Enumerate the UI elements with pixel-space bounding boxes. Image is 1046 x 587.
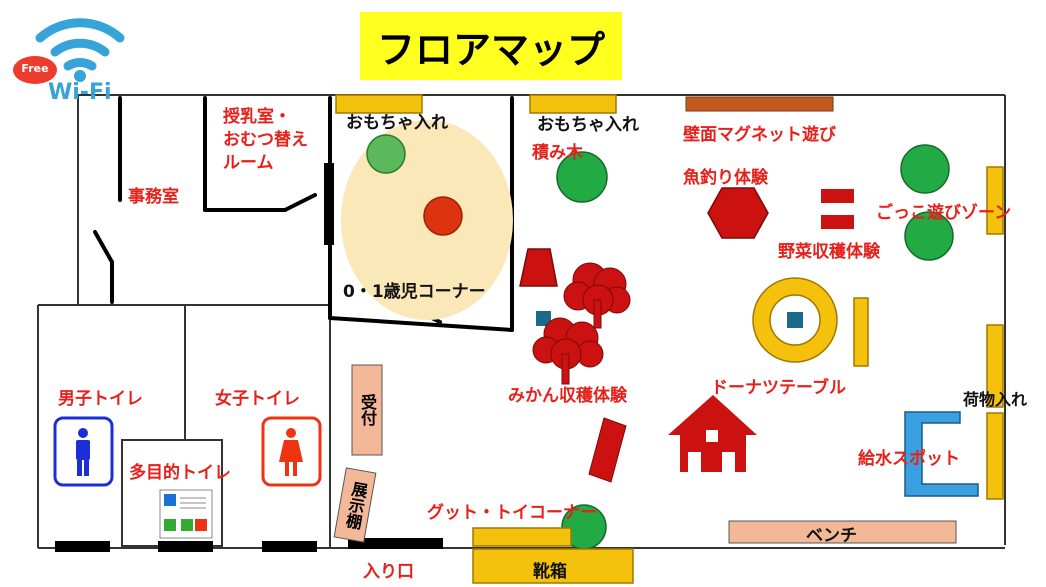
nursing-line-1: 授乳室・ xyxy=(223,107,291,127)
mens-toilet-label: 男子トイレ xyxy=(58,389,143,409)
accessible-toilet-icon xyxy=(164,494,207,531)
toy-box-label-1: おもちゃ入れ xyxy=(346,113,448,133)
office-label: 事務室 xyxy=(128,187,179,207)
donut-table-label: ドーナツテーブル xyxy=(711,378,846,398)
nursing-line-3: ルーム xyxy=(223,153,274,173)
baby-corner-label: 0・1歳児コーナー xyxy=(343,282,486,302)
toy-box-label-2: おもちゃ入れ xyxy=(537,115,639,135)
vegetable-label: 野菜収穫体験 xyxy=(778,242,880,262)
magnet-wall-label: 壁面マグネット遊び xyxy=(683,125,836,145)
wifi-label: Wi-Fi xyxy=(48,80,112,105)
wifi-icon xyxy=(13,18,125,84)
nursing-room-label: 授乳室・ おむつ替え ルーム xyxy=(223,106,308,175)
good-toy-label: グット・トイコーナー xyxy=(427,503,597,523)
nursing-line-2: おむつ替え xyxy=(223,130,308,150)
entrance-label: 入り口 xyxy=(363,562,414,582)
blocks-label: 積み木 xyxy=(532,143,583,163)
page-title: フロアマップ xyxy=(360,12,622,80)
womens-toilet-label: 女子トイレ xyxy=(215,389,300,409)
wifi-free-badge: Free xyxy=(21,62,49,75)
reception-label: 受付 xyxy=(358,394,377,426)
tree-icon xyxy=(532,262,631,385)
pretend-play-label: ごっこ遊びゾーン xyxy=(876,203,1012,223)
house-icon xyxy=(668,395,757,472)
multi-toilet-label: 多目的トイレ xyxy=(129,463,231,483)
shoe-box-label: 靴箱 xyxy=(533,562,567,582)
water-spot-label: 給水スポット xyxy=(858,449,960,469)
female-toilet-icon xyxy=(279,428,303,476)
bench-label: ベンチ xyxy=(806,526,857,546)
fishing-label: 魚釣り体験 xyxy=(683,168,768,188)
male-toilet-icon xyxy=(76,428,90,476)
mikan-label: みかん収穫体験 xyxy=(508,386,627,406)
luggage-label: 荷物入れ xyxy=(963,390,1028,409)
